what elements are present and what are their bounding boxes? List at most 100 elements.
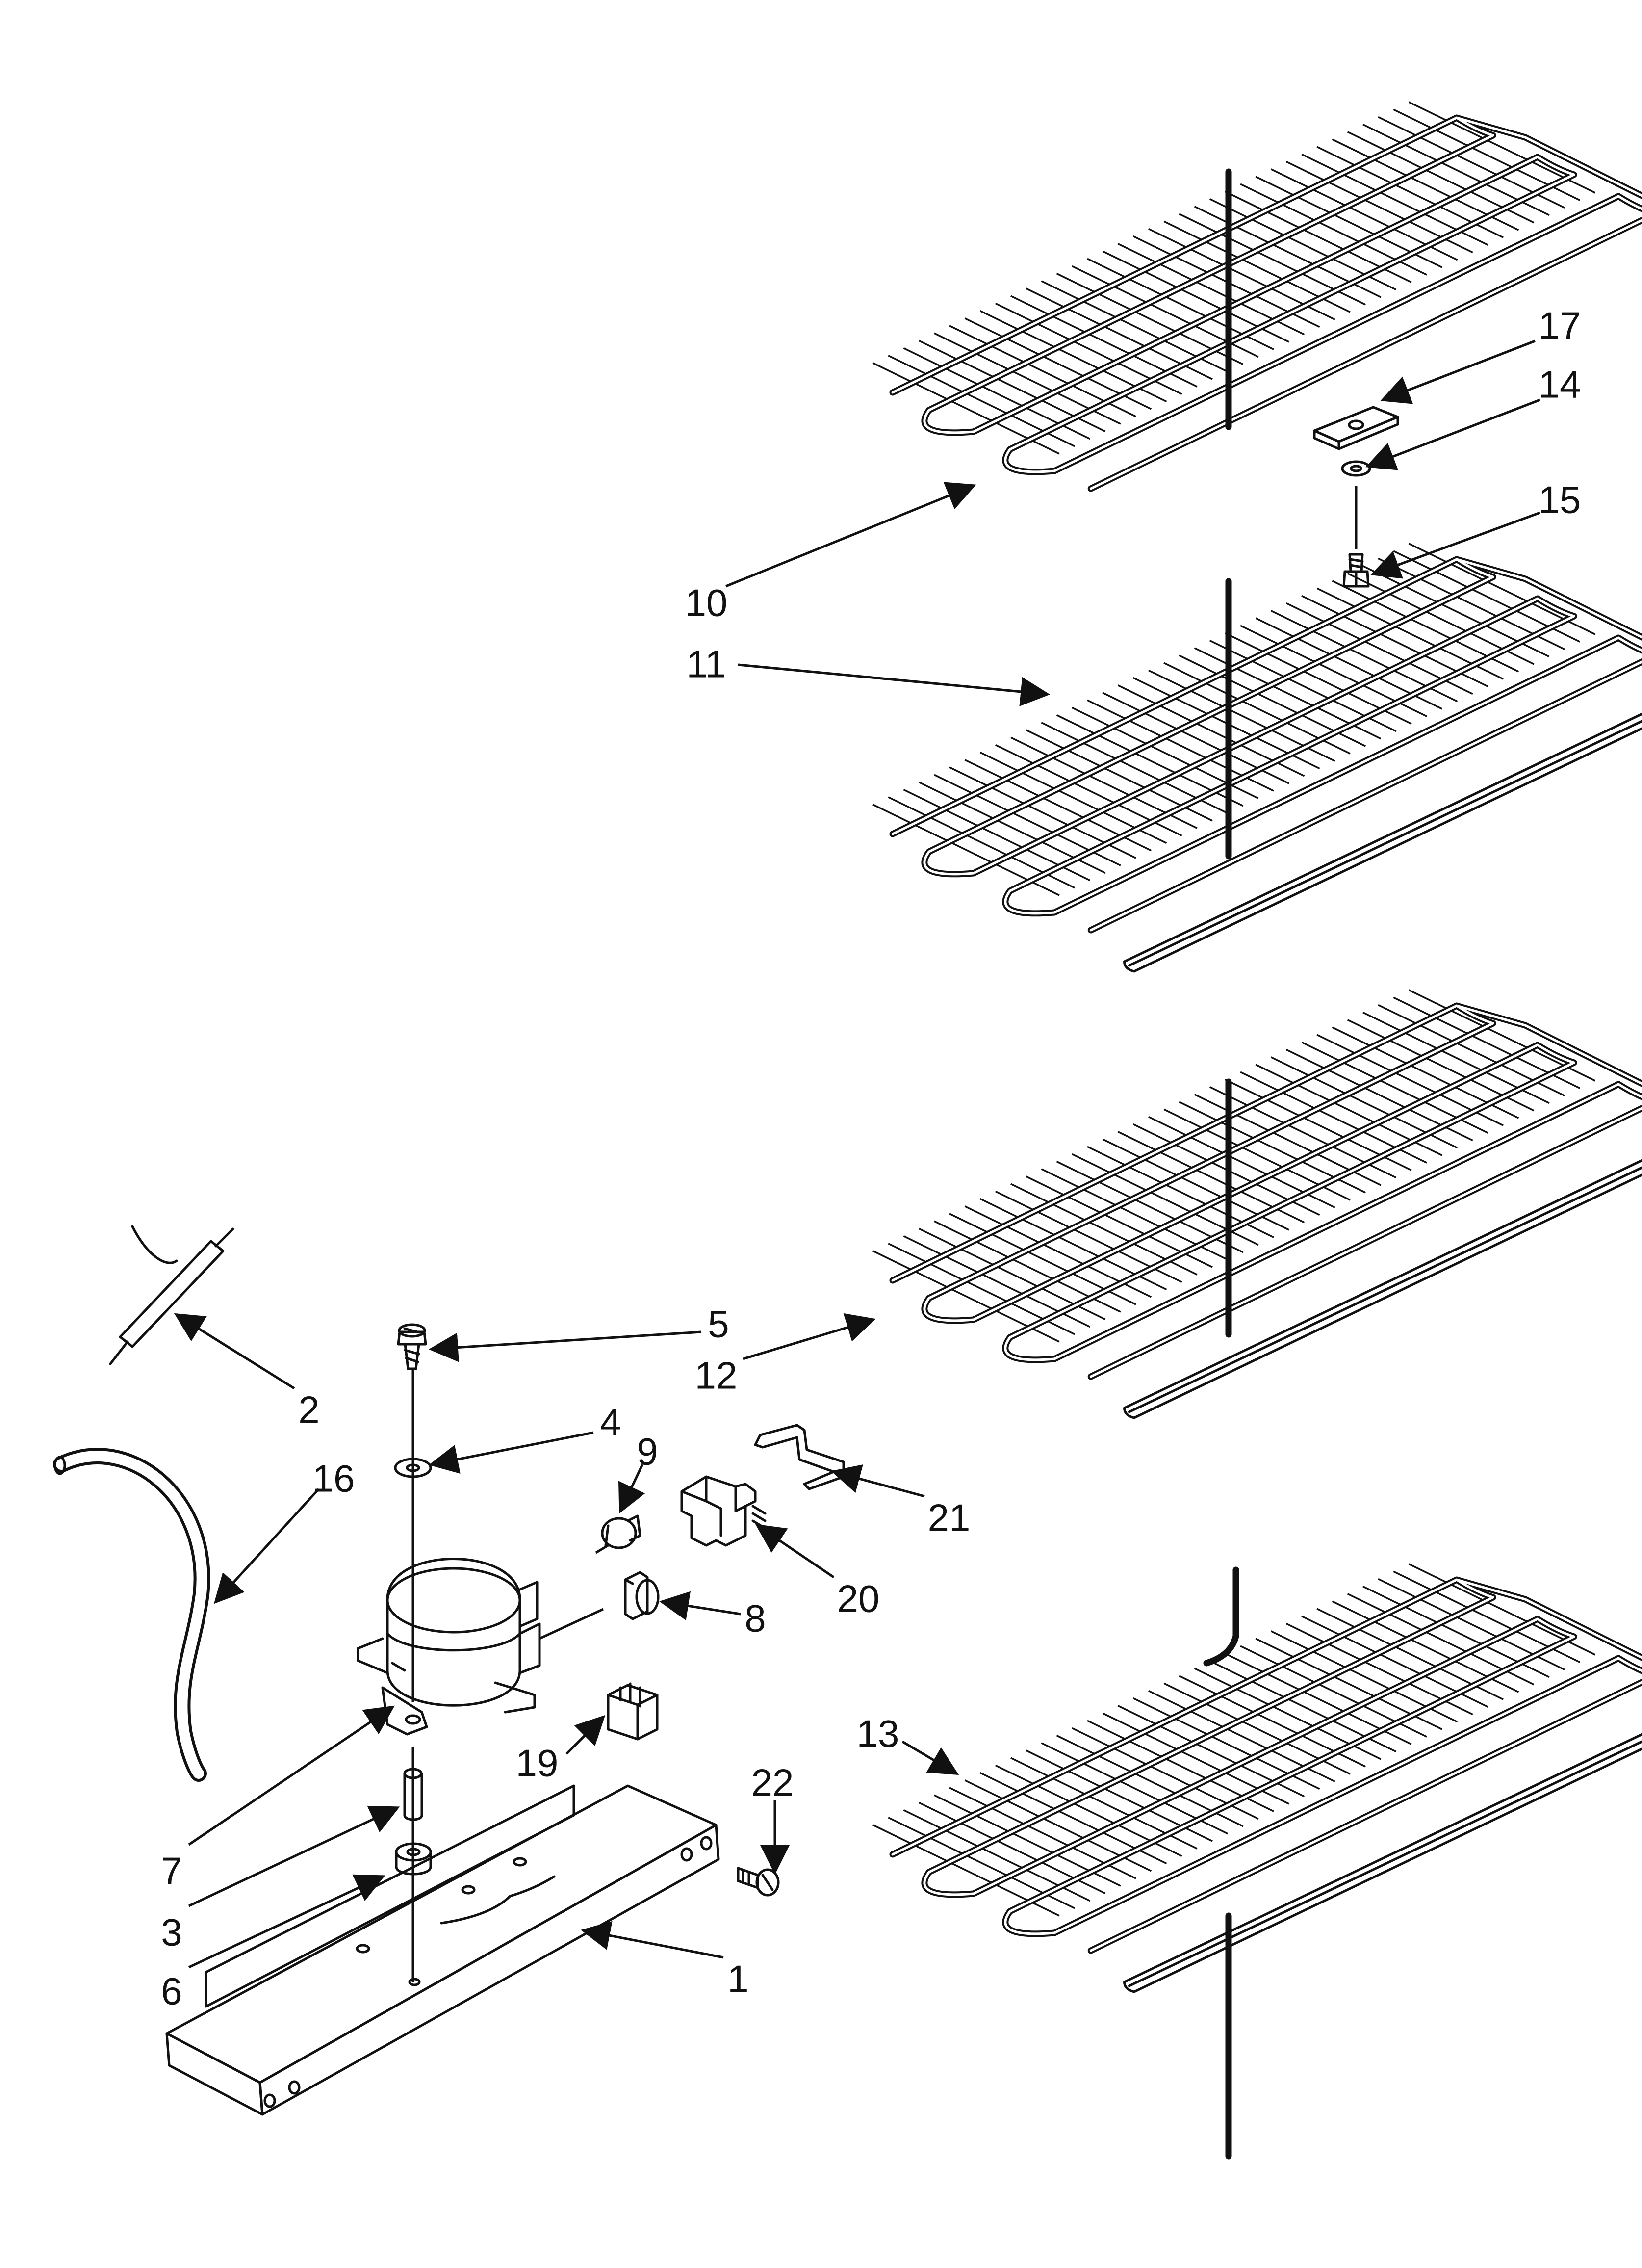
clip-21 [754, 1424, 845, 1490]
callout-arrow [581, 1921, 724, 1959]
screw-15 [1342, 553, 1370, 588]
callout-1: 1 [581, 1921, 749, 2001]
callout-number: 2 [298, 1388, 319, 1432]
callout-number: 7 [161, 1850, 182, 1893]
coil-tube [889, 556, 1642, 934]
callout-arrow [755, 1524, 835, 1579]
callout-arrow [659, 1591, 741, 1620]
callout-number: 20 [837, 1577, 880, 1620]
callout-4: 4 [429, 1401, 621, 1474]
coil-rail [1123, 1159, 1642, 1419]
callout-arrow [901, 1740, 959, 1775]
callout-arrow [831, 1464, 925, 1498]
callout-arrow [188, 1874, 385, 1969]
coil-shelf-10 [872, 101, 1642, 492]
callout-arrow [188, 1705, 395, 1846]
callout-13: 13 [857, 1712, 959, 1775]
callout-20: 20 [755, 1524, 880, 1620]
terminal-cover-20 [680, 1475, 767, 1547]
callout-10: 10 [685, 482, 976, 625]
callout-arrow [1380, 339, 1536, 404]
callout-arrow [1370, 511, 1540, 579]
callout-number: 5 [708, 1303, 729, 1346]
callout-number: 4 [600, 1401, 621, 1444]
callout-number: 6 [161, 1970, 182, 2013]
sensor-bulb-2 [109, 1225, 234, 1365]
relay-19 [607, 1682, 659, 1741]
callout-number: 13 [857, 1712, 899, 1755]
coil-tube-highlight [891, 116, 1642, 490]
overload-9 [595, 1514, 641, 1554]
compressor-7 [357, 1558, 604, 1736]
callout-12: 12 [695, 1313, 876, 1397]
screw-5 [397, 1323, 427, 1370]
coil-shelves [872, 101, 1642, 2160]
callout-number: 11 [687, 643, 726, 686]
coil-tube-highlight [891, 1004, 1642, 1378]
washer-14 [1341, 460, 1371, 549]
callout-arrow [429, 1431, 594, 1474]
callout-arrow [618, 1463, 645, 1514]
callout-19: 19 [516, 1715, 606, 1785]
coil-tube [889, 1576, 1642, 1954]
callout-number: 21 [928, 1496, 971, 1539]
coil-rail [1123, 1733, 1642, 1993]
callout-2: 2 [174, 1313, 320, 1432]
callout-arrow [213, 1488, 320, 1604]
coil-rail-edge [1128, 1740, 1642, 1987]
callout-number: 16 [312, 1457, 355, 1500]
callout-arrow [725, 482, 976, 588]
callout-3: 3 [161, 1805, 400, 1954]
callout-number: 1 [727, 1957, 748, 2001]
callout-arrow [743, 1313, 876, 1360]
coil-tube-highlight [891, 1578, 1642, 1952]
tube-16 [53, 1448, 210, 1782]
base-rail-1 [165, 1784, 720, 2116]
coil-tube-highlight [891, 558, 1642, 932]
callout-number: 8 [744, 1597, 766, 1640]
spacer-6 [395, 1842, 432, 1876]
coil-rail-edge [1128, 1166, 1642, 1413]
callout-number: 22 [751, 1761, 794, 1804]
callout-number: 14 [1539, 363, 1581, 406]
callout-number: 17 [1539, 304, 1581, 347]
callout-arrow [1365, 398, 1540, 470]
relay-8 [624, 1571, 660, 1620]
callout-number: 12 [695, 1354, 738, 1397]
grommet-3 [403, 1768, 423, 1821]
callout-arrow [174, 1313, 295, 1390]
callout-5: 5 [429, 1303, 729, 1362]
callout-11: 11 [687, 643, 1050, 706]
callout-number: 3 [161, 1911, 182, 1954]
callout-number: 15 [1539, 478, 1581, 521]
callout-9: 9 [618, 1430, 658, 1514]
callout-number: 19 [516, 1742, 559, 1785]
callout-22: 22 [751, 1761, 794, 1875]
callout-16: 16 [213, 1457, 355, 1604]
callout-15: 15 [1370, 478, 1581, 579]
coil-rail [1123, 712, 1642, 973]
coil-inlet [1203, 1566, 1239, 1667]
callout-8: 8 [659, 1591, 766, 1640]
callout-arrow [429, 1330, 702, 1362]
callout-14: 14 [1365, 363, 1581, 470]
screw-22 [737, 1867, 780, 1897]
coil-shelf-12 [872, 989, 1642, 1419]
callout-7: 7 [161, 1705, 395, 1893]
bracket-17 [1313, 406, 1399, 450]
coil-tube [889, 1002, 1642, 1380]
callout-21: 21 [831, 1464, 971, 1539]
coil-rail-edge [1128, 720, 1642, 967]
coil-shelf-13 [872, 1563, 1642, 2160]
callout-number: 9 [637, 1430, 658, 1473]
callout-6: 6 [161, 1874, 385, 2013]
callout-arrow [188, 1805, 400, 1907]
callout-arrow [738, 663, 1050, 706]
callout-17: 17 [1380, 304, 1581, 404]
coil-shelf-11 [872, 543, 1642, 973]
coil-tube [889, 114, 1642, 492]
callout-arrow [565, 1715, 606, 1755]
callout-number: 10 [685, 581, 728, 625]
